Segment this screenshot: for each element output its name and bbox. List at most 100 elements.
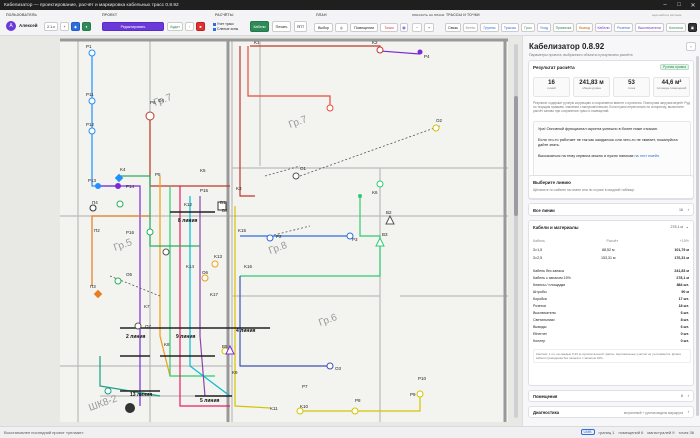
point-marker[interactable] <box>296 407 304 415</box>
route-btn-3[interactable]: Трассы <box>501 23 519 32</box>
cable-route[interactable] <box>240 196 381 277</box>
point-marker[interactable] <box>88 127 96 135</box>
point-marker[interactable] <box>416 390 424 398</box>
point-marker[interactable] <box>217 201 227 211</box>
point-marker[interactable] <box>95 183 101 189</box>
route-btn-6[interactable]: Привязка <box>553 23 574 32</box>
route-btn-0[interactable]: Связь <box>445 23 461 32</box>
all-lines-row[interactable]: Все линии 16 › <box>528 203 694 216</box>
print-button[interactable]: Печать <box>272 21 291 32</box>
table-row[interactable]: 3×1,5 88,52 м 101,79 м <box>533 248 689 252</box>
panel-toggle-icon[interactable]: ▣ <box>688 23 697 32</box>
edit-project-button[interactable]: Редактировать <box>102 22 164 31</box>
point-marker[interactable] <box>125 403 135 413</box>
add-user-button[interactable]: + <box>60 22 69 31</box>
zoom-in-icon[interactable]: + <box>424 23 434 32</box>
cable-route[interactable] <box>120 175 200 247</box>
cable-route[interactable] <box>239 276 330 367</box>
cable-route[interactable] <box>99 356 161 397</box>
rooms-row[interactable]: Помещения 6 › <box>528 390 694 402</box>
floor-plan[interactable]: Гр.7 Гр.7 Гр.5 Гр.8 Гр.6 ШК8-2 <box>0 36 522 426</box>
route-btn-9[interactable]: Розетки <box>614 23 633 32</box>
audit-button[interactable]: Аудит <box>167 22 183 31</box>
calc-option-2[interactable]: Слепые зоны <box>213 27 238 31</box>
point-marker[interactable] <box>351 407 359 415</box>
point-marker[interactable] <box>211 260 219 268</box>
route-btn-8[interactable]: Кабели <box>595 23 612 32</box>
point-marker[interactable] <box>417 49 423 55</box>
point-marker[interactable] <box>375 236 385 247</box>
route-btn-7[interactable]: Вывод <box>576 23 593 32</box>
point-marker[interactable] <box>201 274 209 282</box>
route-btn-2[interactable]: Группы <box>480 23 499 32</box>
user-save-button[interactable]: ● <box>82 22 91 31</box>
cable-route[interactable] <box>169 186 215 377</box>
cable-route[interactable] <box>199 196 206 397</box>
email-link[interactable]: на этот емейл. <box>634 154 661 158</box>
chevron-down-icon[interactable]: ⌄ <box>685 224 689 229</box>
plan-canvas[interactable]: Гр.7 Гр.7 Гр.5 Гр.8 Гр.6 ШК8-2 <box>0 36 522 426</box>
zoom-out-icon[interactable]: − <box>412 23 422 32</box>
avatar[interactable]: А <box>6 21 16 31</box>
point-marker[interactable] <box>162 248 170 256</box>
plan-points[interactable] <box>88 46 440 415</box>
point-marker[interactable] <box>292 172 300 180</box>
cable-routes[interactable] <box>91 45 421 412</box>
point-marker[interactable] <box>225 344 235 355</box>
point-marker[interactable] <box>116 200 124 208</box>
table-row[interactable]: 3×2,5 153,31 м 176,31 м <box>533 256 689 260</box>
collapse-panel-icon[interactable]: › <box>686 42 696 51</box>
ppt-button[interactable]: ППТ <box>294 21 307 32</box>
route-btn-11[interactable]: Колонки <box>666 23 686 32</box>
cable-route[interactable] <box>300 394 421 412</box>
grid-icon[interactable]: ▦ <box>400 23 408 32</box>
point-marker[interactable] <box>376 46 384 54</box>
diagnostics-row[interactable]: Диагностика встроенный + ручная модель м… <box>528 406 694 418</box>
route-btn-10[interactable]: Выключатели <box>635 23 664 32</box>
minimize-icon[interactable]: – <box>663 2 667 8</box>
checkbox-icon[interactable] <box>213 27 216 31</box>
cable-route[interactable] <box>239 46 255 197</box>
point-marker[interactable] <box>114 173 124 183</box>
cable-route[interactable] <box>247 46 331 106</box>
point-marker[interactable] <box>326 104 334 112</box>
cable-route[interactable] <box>379 50 421 55</box>
point-marker[interactable] <box>145 111 155 121</box>
chevron-right-icon[interactable]: › <box>687 409 689 414</box>
point-marker[interactable] <box>88 49 96 57</box>
point-marker[interactable] <box>385 214 395 225</box>
point-marker[interactable] <box>115 183 121 189</box>
cable-route[interactable] <box>159 176 171 377</box>
cables-button[interactable]: Кабели <box>250 21 269 32</box>
cable-route[interactable] <box>91 215 150 286</box>
calc-option-1[interactable]: Учет трасс <box>213 22 234 26</box>
point-marker[interactable] <box>89 204 97 212</box>
point-marker[interactable] <box>358 194 362 198</box>
point-marker[interactable] <box>93 289 103 299</box>
chevron-right-icon[interactable]: › <box>687 207 689 212</box>
point-marker[interactable] <box>432 124 440 132</box>
point-marker[interactable] <box>326 362 334 370</box>
point-marker[interactable] <box>266 234 274 242</box>
trunk-lines[interactable] <box>120 211 270 397</box>
maximize-icon[interactable]: □ <box>677 2 681 8</box>
route-btn-1[interactable]: Ветви <box>463 23 478 32</box>
canvas-scrollbar-thumb[interactable] <box>514 96 518 216</box>
rooms-tool-button[interactable]: Помещения <box>350 23 378 32</box>
checkbox-icon[interactable] <box>213 22 216 26</box>
route-btn-4[interactable]: Гроз <box>521 23 535 32</box>
close-icon[interactable]: ✕ <box>690 2 696 9</box>
point-marker[interactable] <box>146 228 154 236</box>
point-marker[interactable] <box>104 387 112 395</box>
points-tool-button[interactable]: Точки <box>380 23 398 32</box>
point-marker[interactable] <box>376 180 384 188</box>
select-tool-button[interactable]: Выбор <box>314 23 333 32</box>
tool-button[interactable]: ◎ <box>335 23 348 32</box>
cable-route[interactable] <box>234 206 271 409</box>
point-marker[interactable] <box>88 97 96 105</box>
point-marker[interactable] <box>134 322 142 330</box>
chevron-right-icon[interactable]: › <box>687 393 689 398</box>
panel-scrollbar[interactable] <box>696 56 699 416</box>
status-badge[interactable]: UMB <box>580 429 595 435</box>
point-marker[interactable] <box>114 277 122 285</box>
